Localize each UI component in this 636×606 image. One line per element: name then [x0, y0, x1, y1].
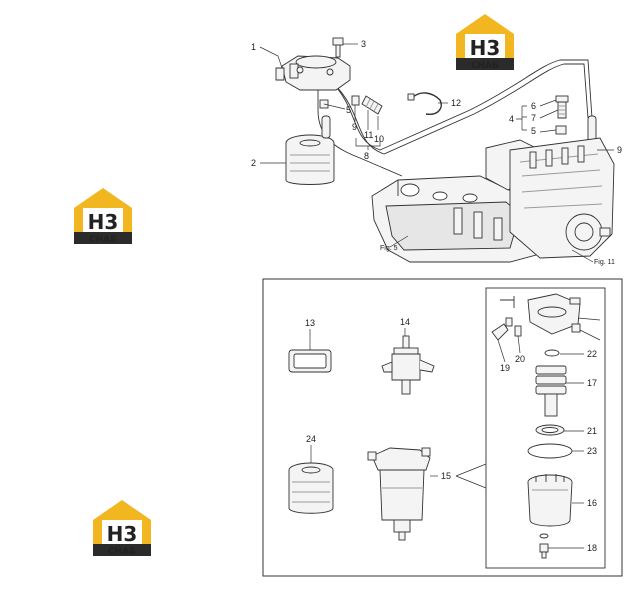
filter-assembly-part-15 [367, 447, 431, 541]
brand-logo-left: H3 CHAБ [74, 188, 132, 245]
fuel-pump-part-14 [381, 335, 435, 395]
brand-logo-top: H3 CHAБ [456, 14, 514, 71]
callout-5-left: 5 [346, 105, 351, 115]
pipe-part-right [587, 115, 597, 143]
fuel-hose-upper [329, 59, 593, 151]
callout-9-left: 9 [352, 122, 357, 132]
callout-18: 18 [587, 543, 597, 553]
filter-head-exploded [500, 293, 581, 335]
clamp-part-9 [351, 95, 360, 106]
washer-part-5-right [555, 125, 567, 135]
callout-23: 23 [587, 446, 597, 456]
hose-clip-part-12 [411, 92, 442, 115]
fuel-hose-upper-inner [333, 63, 589, 155]
lower-leaders [309, 317, 601, 549]
upper-leaders [259, 43, 614, 263]
upper-callouts: 1 3 2 5 9 11 10 8 12 6 7 4 5 9 Fig. 5 Fi… [251, 39, 622, 266]
callout-9-right: 9 [617, 145, 622, 155]
callout-15: 15 [441, 471, 451, 481]
filter-cartridge-part-2 [285, 134, 335, 185]
callout-1: 1 [251, 42, 256, 52]
callout-24: 24 [306, 434, 316, 444]
o-ring-part-23 [527, 443, 573, 459]
callout-14: 14 [400, 317, 410, 327]
kit-panel [262, 278, 623, 577]
figure-ref-11: Fig. 11 [594, 259, 615, 266]
callout-19: 19 [500, 363, 510, 373]
exploded-filter-panel [485, 287, 606, 569]
filter-cartridge-part-24 [288, 462, 334, 514]
bolt-part-3 [332, 37, 344, 58]
hose-clip-tab [407, 93, 415, 101]
logo-letters: H3 [107, 522, 138, 546]
callout-17: 17 [587, 378, 597, 388]
o-ring-part-22 [544, 349, 560, 357]
engine-block-fig-5 [371, 175, 537, 263]
logo-letters: H3 [470, 36, 501, 60]
callout-21: 21 [587, 426, 597, 436]
callout-6: 6 [531, 101, 536, 111]
brand-logo-bottom: H3 CHAБ [93, 500, 151, 557]
callout-4: 4 [509, 114, 514, 124]
callout-5-right: 5 [531, 126, 536, 136]
callout-12: 12 [451, 98, 461, 108]
callout-10: 10 [374, 134, 384, 144]
hose-part-10 [361, 95, 383, 115]
callout-3: 3 [361, 39, 366, 49]
upper-assembly [275, 37, 615, 263]
callout-22: 22 [587, 349, 597, 359]
callout-2: 2 [251, 158, 256, 168]
logo-letters: H3 [88, 210, 119, 234]
gasket-part-13 [288, 349, 332, 373]
callout-13: 13 [305, 318, 315, 328]
screw-part-20 [514, 325, 522, 337]
hose-fitting-part-5 [319, 99, 331, 139]
filter-bowl-part-16 [527, 474, 573, 527]
logo-tag: CHAБ [108, 547, 136, 557]
figure-ref-5: Fig. 5 [380, 245, 398, 252]
callout-8: 8 [364, 151, 369, 161]
injection-pump-fig-11 [485, 137, 615, 259]
callout-20: 20 [515, 354, 525, 364]
elbow-fitting-part-19 [491, 317, 513, 341]
callout-7: 7 [531, 113, 536, 123]
drain-plug-part-18 [539, 533, 549, 559]
lower-parts [288, 293, 581, 559]
lower-callouts: 13 14 24 15 19 20 22 17 21 23 16 18 [305, 317, 597, 553]
banjo-fitting-part-6 [555, 95, 569, 119]
filter-head-part-1 [275, 55, 351, 91]
callout-11: 11 [364, 130, 373, 140]
callout-16: 16 [587, 498, 597, 508]
logo-tag: CHAБ [89, 235, 117, 245]
logo-tag: CHAБ [471, 61, 499, 71]
filter-element-part-17 [535, 365, 567, 417]
